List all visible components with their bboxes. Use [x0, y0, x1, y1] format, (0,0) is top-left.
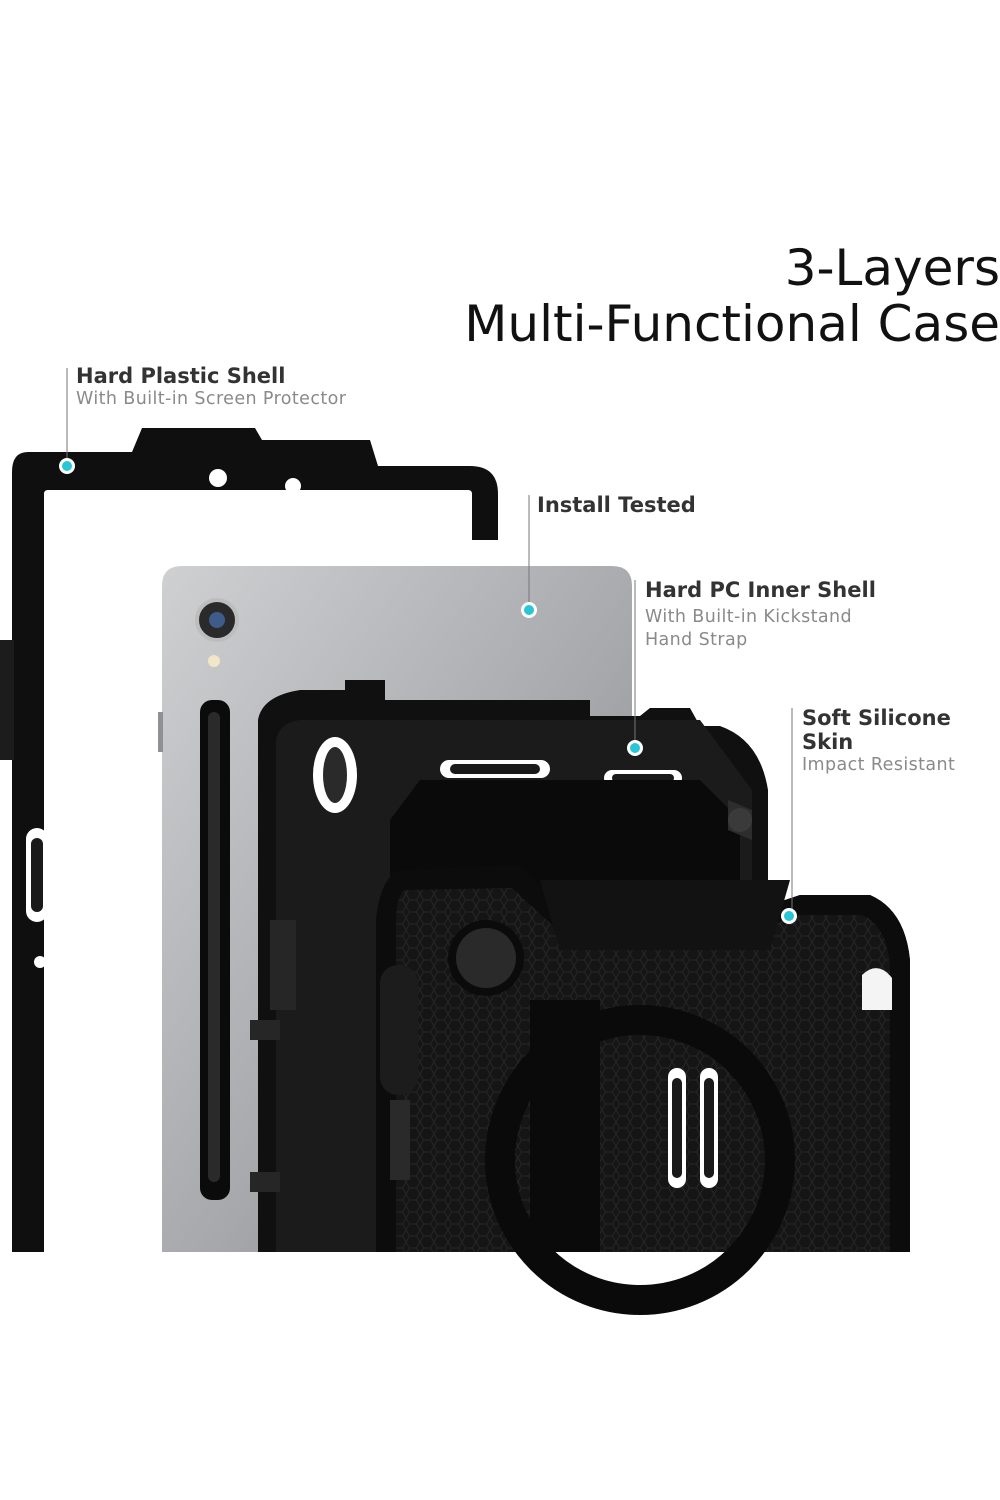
headline: 3-Layers Multi-Functional Case — [464, 240, 1000, 352]
callout-subtext: With Built-in Screen Protector — [76, 389, 347, 409]
callout-subtext: With Built-in Kickstand — [645, 607, 853, 627]
callout-install-tested: Install Tested — [537, 493, 696, 517]
callout-subtext: Hand Strap — [645, 629, 748, 650]
headline-line-1: 3-Layers — [784, 239, 1000, 297]
callout-hard-pc-inner-shell: Hard PC Inner Shell With Built-in Kickst… — [645, 578, 876, 652]
callout-subtext: Impact Resistant — [802, 755, 956, 775]
headline-line-2: Multi-Functional Case — [464, 295, 1000, 353]
stylus-pen — [200, 700, 230, 1200]
callout-heading: Hard PC Inner Shell — [645, 578, 876, 602]
callout-heading: Soft Silicone Skin — [802, 706, 951, 754]
callout-hard-plastic-shell: Hard Plastic Shell With Built-in Screen … — [76, 364, 346, 411]
callout-soft-silicone-skin: Soft Silicone Skin Impact Resistant — [802, 706, 1000, 777]
hard-plastic-shell — [0, 428, 498, 1252]
callout-heading: Hard Plastic Shell — [76, 364, 286, 388]
soft-silicone-skin — [376, 866, 910, 1315]
callout-heading: Install Tested — [537, 493, 696, 517]
callout-lines — [66, 368, 793, 916]
callout-dots — [59, 458, 797, 924]
